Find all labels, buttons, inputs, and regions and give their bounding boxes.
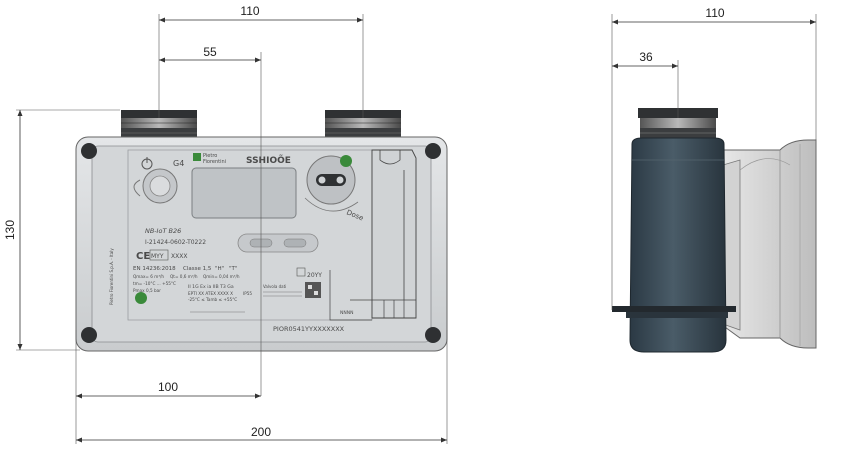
atex-line3: -25°C ≤ Tamb ≤ +55°C bbox=[188, 297, 237, 302]
brand-logo-mark bbox=[193, 153, 201, 161]
footer-code: PIOR0541YYXXXXXXX bbox=[273, 325, 345, 333]
year-code: XXXX bbox=[171, 253, 187, 260]
optical-port bbox=[237, 233, 319, 253]
screw-top-left bbox=[81, 143, 97, 159]
screw-bottom-right bbox=[425, 327, 441, 343]
side-view bbox=[612, 108, 817, 353]
dimension-lines: 110 55 130 100 200 110 36 bbox=[3, 4, 817, 444]
class-label: Classe 1,5 bbox=[183, 266, 212, 272]
dim-total-width: 200 bbox=[251, 425, 271, 439]
lot-label: NNNN bbox=[340, 310, 353, 316]
dim-front-height: 130 bbox=[3, 220, 17, 240]
product-label: NB-IoT B26 bbox=[145, 227, 181, 235]
tm-label: tm= -10°C ... +55°C bbox=[133, 281, 176, 286]
qr-code bbox=[305, 282, 321, 298]
brand-line2: Fiorentini bbox=[203, 159, 226, 165]
model-label: G4 bbox=[173, 159, 184, 168]
dim-side-overall: 110 bbox=[705, 6, 724, 20]
lcd-display bbox=[191, 167, 297, 219]
pmax-label: Pmax 0,5 bar bbox=[133, 288, 161, 293]
green-seal-bottom bbox=[135, 292, 147, 304]
ip-code: IP55 bbox=[243, 291, 252, 296]
side-electronics-housing bbox=[717, 139, 817, 349]
dim-connector-spacing: 110 bbox=[240, 4, 259, 18]
serial-label: I-21424-0602-T0222 bbox=[145, 239, 206, 246]
screw-bottom-left bbox=[81, 327, 97, 343]
dim-half-width: 100 bbox=[158, 380, 178, 394]
h-label: "H" bbox=[215, 266, 224, 272]
t-label: "T" bbox=[229, 266, 237, 272]
side-base-plate bbox=[612, 306, 736, 312]
side-dark-body bbox=[629, 137, 727, 353]
battery-compartment bbox=[371, 149, 417, 319]
atex-line1: II 1G Ex ia IIB T3 Ga bbox=[188, 284, 234, 290]
brand-line1: Pietro bbox=[203, 153, 217, 159]
green-seal-top bbox=[340, 155, 352, 167]
year-box-label: MYY bbox=[151, 253, 164, 260]
atex-line2: EPTI XX ATEX XXXX X bbox=[188, 291, 233, 296]
qmax-label: Qmax= 6 m³/h bbox=[133, 274, 164, 279]
ce-mark: CE bbox=[136, 251, 150, 262]
dim-side-connector-offset: 36 bbox=[639, 50, 653, 64]
screw-top-right bbox=[425, 143, 441, 159]
front-view: G4 Pietro Fiorentini SSHIOÕE Dose NB-IoT… bbox=[75, 52, 448, 396]
qt-label: Qt= 0,6 m³/h bbox=[170, 274, 198, 279]
side-text: Pietro Fiorentini S.p.A. - Italy bbox=[109, 248, 114, 305]
qmin-label: Qmin= 0,04 m³/h bbox=[203, 274, 240, 279]
warning-text: Valvola dati bbox=[263, 284, 286, 289]
standard-label: EN 14236:2018 bbox=[133, 266, 176, 272]
logo-text: SSHIOÕE bbox=[246, 154, 291, 166]
dim-connector-offset: 55 bbox=[203, 45, 217, 59]
date-code: 20YY bbox=[307, 272, 322, 279]
